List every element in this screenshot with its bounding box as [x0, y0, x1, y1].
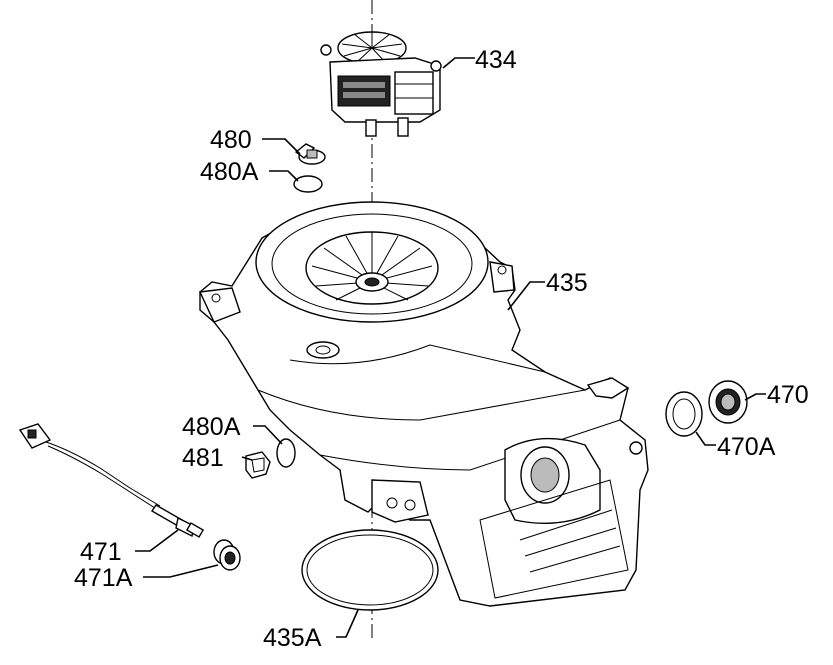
fitting-part-471a — [213, 539, 241, 571]
grommet-part-470 — [708, 380, 748, 424]
ring-part-470a — [665, 391, 703, 437]
leader-lines — [135, 57, 766, 638]
gasket-inner-edge — [306, 534, 434, 606]
label-471a: 471A — [74, 564, 133, 592]
wire-harness-part-471 — [18, 423, 205, 538]
sensor-part-480 — [294, 143, 326, 165]
label-470: 470 — [767, 381, 809, 409]
label-480: 480 — [210, 126, 252, 154]
gasket-part-435a — [301, 529, 439, 611]
blower-motor-part-434 — [320, 30, 442, 137]
label-480a-top: 480A — [200, 158, 259, 186]
label-480a-mid: 480A — [182, 413, 241, 441]
label-435a: 435A — [263, 624, 322, 652]
o-ring-part-480a-top — [293, 175, 323, 193]
label-435: 435 — [546, 269, 588, 297]
label-470a: 470A — [717, 433, 776, 461]
clip-part-481 — [245, 451, 271, 479]
label-434: 434 — [475, 46, 517, 74]
label-481: 481 — [182, 444, 224, 472]
label-471: 471 — [80, 538, 122, 566]
o-ring-part-480a-mid — [276, 438, 296, 468]
blower-housing-part-435 — [198, 201, 649, 607]
